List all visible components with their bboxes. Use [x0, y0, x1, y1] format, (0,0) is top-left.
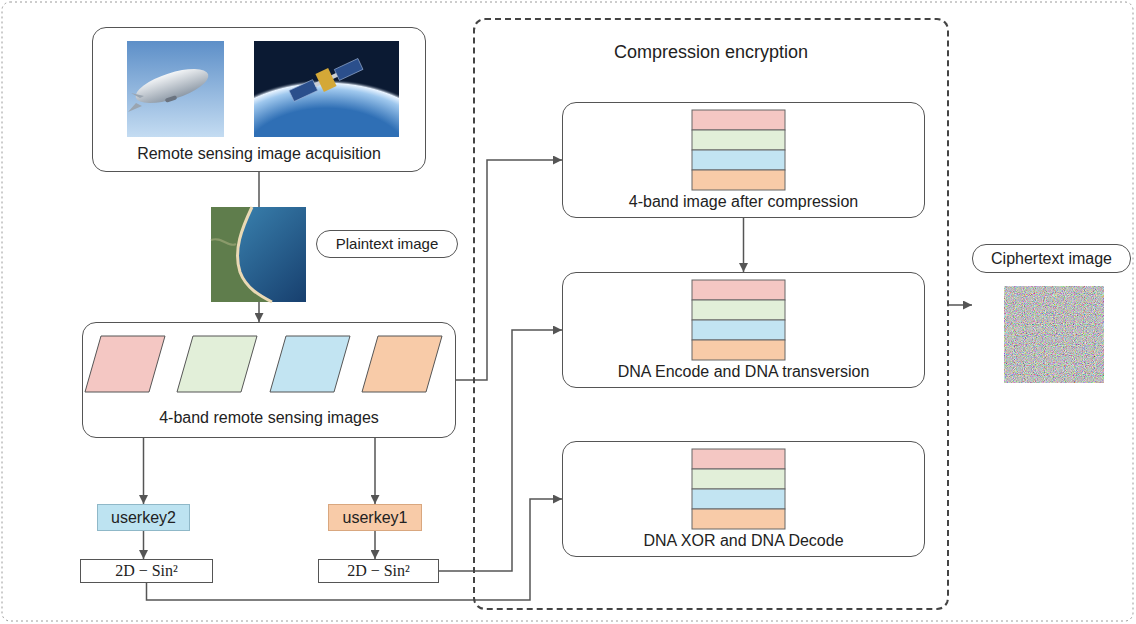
connector-arrow [374, 531, 376, 559]
connector-arrow [147, 499, 563, 600]
map-box: 2D − Sin² [318, 559, 439, 583]
node-text: DNA XOR and DNA Decode [643, 531, 843, 550]
connector-arrow [143, 531, 145, 559]
map-box: 2D − Sin² [80, 559, 213, 583]
tag-pill: Plaintext image [316, 230, 458, 258]
node-text: 2D − Sin² [347, 561, 410, 580]
process-box: 4-band image after compression [562, 102, 925, 218]
connector-arrow [949, 304, 972, 306]
node-text: Remote sensing image acquisition [137, 144, 381, 163]
node-text: Plaintext image [336, 235, 439, 253]
cipher-noise [1004, 286, 1104, 383]
band-stack [692, 110, 785, 190]
satellite-photo [254, 41, 399, 137]
connector-arrow [143, 438, 145, 504]
node-text: DNA Encode and DNA transversion [618, 362, 870, 381]
bands-box: 4-band remote sensing images [82, 322, 456, 438]
key-box: userkey2 [97, 504, 190, 531]
key-box: userkey1 [328, 504, 422, 531]
node-text: 2D − Sin² [115, 561, 178, 580]
plaintext-photo [211, 207, 306, 302]
node-text: 4-band image after compression [629, 192, 858, 211]
band-layers [85, 336, 442, 392]
band-stack [692, 449, 785, 529]
source-box: Remote sensing image acquisition [92, 27, 426, 172]
node-text: userkey1 [343, 508, 408, 527]
connector-arrow [374, 438, 376, 504]
connector-arrow [743, 218, 745, 272]
connector-arrow [456, 160, 562, 380]
stage-region: Compression encryption 4-band image after… [473, 18, 949, 610]
node-text: Compression encryption [614, 42, 808, 64]
output-node: Ciphertext image [972, 244, 1131, 385]
node-text: Ciphertext image [972, 244, 1131, 273]
node-text: userkey2 [111, 508, 176, 527]
process-box: DNA XOR and DNA Decode [562, 441, 925, 557]
node-text: 4-band remote sensing images [159, 408, 379, 427]
band-stack [692, 280, 785, 360]
process-box: DNA Encode and DNA transversion [562, 272, 925, 388]
connector-arrow [439, 330, 562, 571]
airship-photo [127, 41, 224, 137]
